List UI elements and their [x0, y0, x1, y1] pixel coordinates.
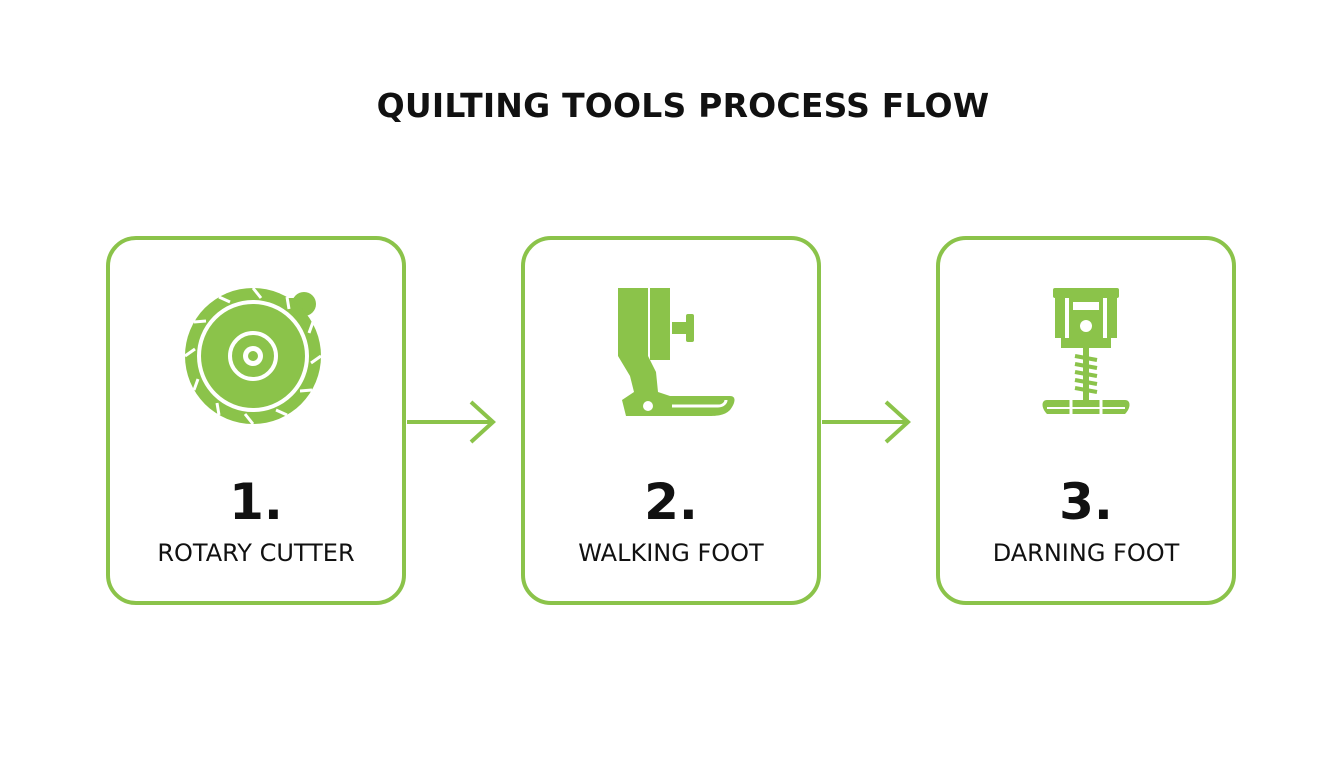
- darning-foot-icon: [940, 284, 1232, 430]
- walking-foot-icon: [525, 284, 817, 430]
- step-label: DARNING FOOT: [992, 539, 1180, 567]
- step-number: 2.: [644, 473, 698, 531]
- step-card-darning-foot: 3. DARNING FOOT: [936, 236, 1236, 605]
- step-card-walking-foot: 2. WALKING FOOT: [521, 236, 821, 605]
- step-number: 1.: [229, 473, 283, 531]
- step-card-rotary-cutter: 1. ROTARY CUTTER: [106, 236, 406, 605]
- step-label: WALKING FOOT: [578, 539, 764, 567]
- diagram-title: QUILTING TOOLS PROCESS FLOW: [376, 86, 990, 125]
- rotary-cutter-icon: [110, 284, 402, 430]
- step-number: 3.: [1059, 473, 1113, 531]
- arrow-right-icon: [822, 398, 914, 446]
- arrow-right-icon: [407, 398, 499, 446]
- step-label: ROTARY CUTTER: [157, 539, 355, 567]
